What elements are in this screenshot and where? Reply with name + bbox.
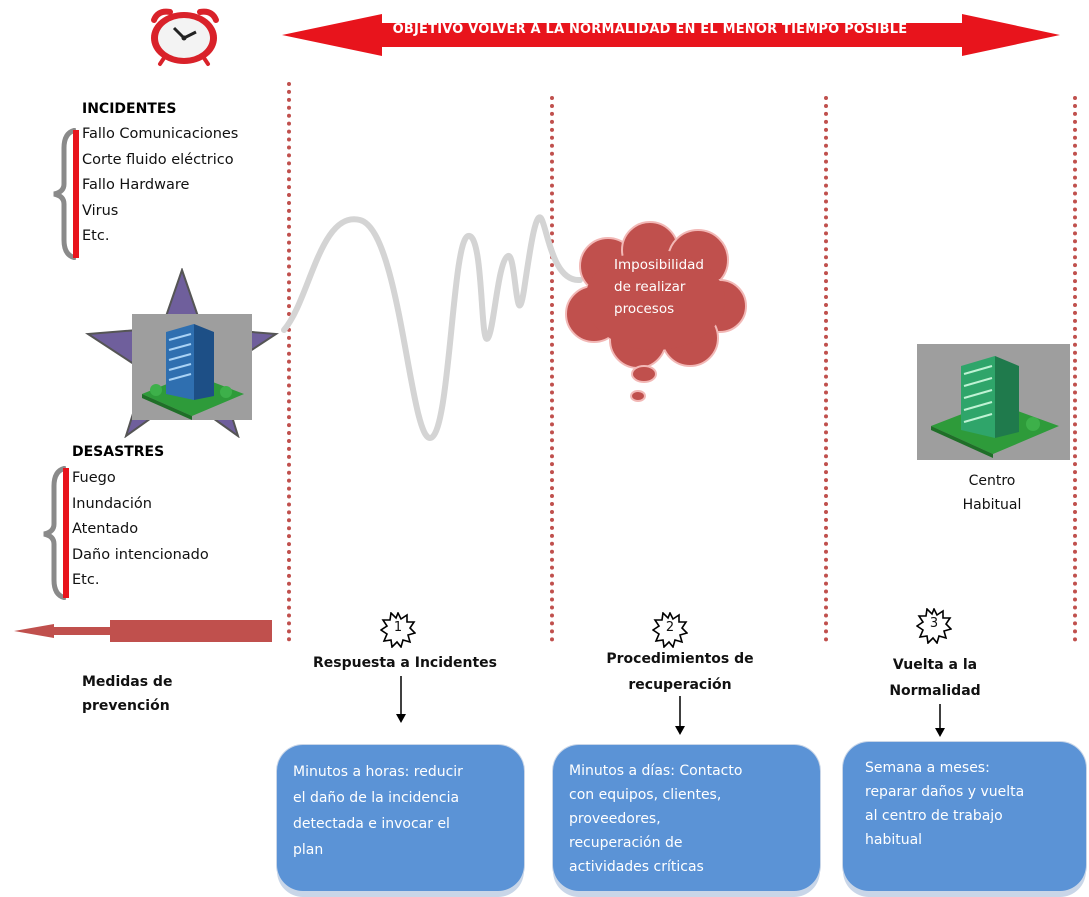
objective-banner-text: OBJETIVO VOLVER A LA NORMALIDAD EN EL ME… <box>392 22 908 37</box>
stage-box-line: al centro de trabajo <box>865 808 1003 824</box>
phase-divider <box>550 96 554 642</box>
alarm-clock-icon <box>151 8 219 66</box>
stage-number-badge <box>652 612 688 648</box>
desastre-item: Etc. <box>72 572 100 588</box>
stage-box-line: el daño de la incidencia <box>293 790 460 806</box>
desastres-brace <box>43 466 69 600</box>
phase-divider <box>287 82 291 642</box>
stage-title-line: Respuesta a Incidentes <box>312 655 498 671</box>
stage-box-line: Semana a meses: <box>865 760 990 776</box>
prevention-label: Medidas de prevención <box>82 670 172 718</box>
stage-title-line: Normalidad <box>889 683 981 699</box>
stage-box-line: recuperación de <box>569 835 683 851</box>
incidente-item: Fallo Comunicaciones <box>82 126 239 142</box>
stage-box-line: reparar daños y vuelta <box>865 784 1025 800</box>
stage-description-box: Minutos a horas: reducir el daño de la i… <box>277 745 524 891</box>
cloud-line: procesos <box>614 301 675 317</box>
down-arrow <box>935 704 945 737</box>
stage-number-badge <box>916 608 952 644</box>
stage-box-line: actividades críticas <box>569 859 704 875</box>
centro-line: Centro <box>968 473 1016 489</box>
impossibility-cloud <box>565 221 747 402</box>
stage-box-line: habitual <box>865 832 923 848</box>
stage-box-line: Minutos a días: Contacto <box>569 763 743 779</box>
desastres-title: DESASTRES <box>72 444 165 460</box>
office-building-icon <box>917 344 1070 460</box>
phase-divider <box>1073 96 1077 642</box>
stage-title-line: Procedimientos de <box>606 651 754 667</box>
cloud-line: de realizar <box>614 279 686 295</box>
incidente-item: Virus <box>82 202 119 219</box>
objective-banner-arrow <box>282 14 1060 56</box>
prevention-arrow <box>14 620 272 642</box>
stage-title-line: Vuelta a la <box>892 657 978 673</box>
desastre-item: Atentado <box>72 521 139 537</box>
stage-number: 2 <box>665 620 675 635</box>
prevention-line: Medidas de <box>82 674 173 690</box>
down-arrow <box>675 696 685 735</box>
centro-line: Habitual <box>962 497 1022 513</box>
incidentes-brace <box>53 128 79 260</box>
stage-title: Vuelta a la Normalidad <box>870 652 1000 704</box>
incidentes-list: Fallo Comunicaciones Corte fluido eléctr… <box>82 122 238 250</box>
stage-number: 3 <box>929 616 939 631</box>
down-arrow <box>396 676 406 723</box>
stage-box-line: con equipos, clientes, <box>569 787 722 803</box>
stage-box-line: plan <box>293 842 324 858</box>
cloud-line: Imposibilidad <box>614 257 704 273</box>
stage-number: 1 <box>393 620 403 635</box>
desastre-item: Inundación <box>72 495 152 512</box>
stage-box-line: detectada e invocar el <box>293 816 450 832</box>
incidente-item: Etc. <box>82 228 110 244</box>
incidentes-title: INCIDENTES <box>82 101 177 117</box>
stage-description-box: Semana a meses: reparar daños y vuelta a… <box>843 742 1086 891</box>
desastre-item: Daño intencionado <box>72 546 209 563</box>
disruption-wave <box>281 214 583 442</box>
stage-number-badge <box>380 612 416 648</box>
centro-habitual-label: Centro Habitual <box>930 469 1054 517</box>
stage-title: Procedimientos de recuperación <box>580 646 780 698</box>
phase-divider <box>824 96 828 642</box>
desastre-item: Fuego <box>72 470 116 486</box>
incidente-item: Fallo Hardware <box>82 177 190 193</box>
office-building-icon <box>132 314 252 420</box>
stage-box-line: Minutos a horas: reducir <box>293 764 463 780</box>
stage-title: Respuesta a Incidentes <box>300 650 510 676</box>
stage-box-line: proveedores, <box>569 811 661 827</box>
incidente-item: Corte fluido eléctrico <box>82 151 234 168</box>
stage-description-box: Minutos a días: Contacto con equipos, cl… <box>553 745 820 891</box>
cloud-label: Imposibilidad de realizar procesos <box>614 254 704 320</box>
desastres-list: Fuego Inundación Atentado Daño intencion… <box>72 466 209 594</box>
prevention-line: prevención <box>82 698 170 714</box>
stage-title-line: recuperación <box>628 677 732 693</box>
